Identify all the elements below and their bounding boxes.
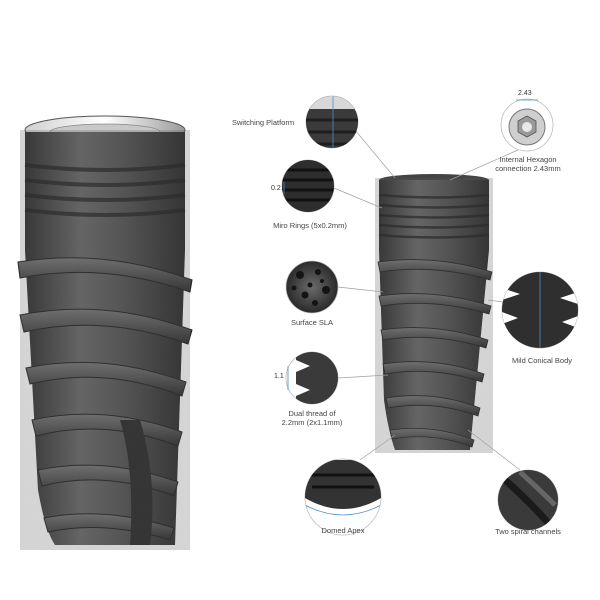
label-surface-sla: Surface SLA [290, 318, 334, 327]
label-mild-conical-body: Mild Conical Body [511, 356, 573, 365]
hexagon-connection [500, 98, 554, 152]
leader-lines [333, 129, 521, 471]
label-switching-platform: Switching Platform [232, 118, 295, 127]
switching-platform-detail [305, 95, 359, 149]
label-dual-thread-line2: 2.2mm (2x1.1mm) [281, 418, 343, 428]
dim-thread: 1.1 [274, 373, 284, 380]
label-dual-thread-line1: Dual thread of [288, 409, 336, 418]
implant-large [17, 115, 193, 550]
dual-thread-detail [285, 351, 339, 405]
domed-apex-detail [304, 458, 382, 536]
sla-texture [285, 260, 339, 314]
label-domed-apex: Domed Apex [321, 526, 365, 535]
spiral-channels-detail [497, 469, 559, 531]
dim-hexagon: 2.43 [518, 90, 532, 97]
label-micro-rings: Miro Rings (5x0.2mm) [273, 221, 347, 230]
label-two-spiral-channels: Two spiral channels [495, 527, 561, 536]
label-internal-hexagon-line2: connection 2.43mm [495, 164, 561, 174]
label-internal-hexagon: Internal Hexagon connection 2.43mm [492, 155, 564, 174]
mild-conical-body-detail [501, 271, 579, 349]
label-dual-thread: Dual thread of 2.2mm (2x1.1mm) [272, 409, 352, 428]
implant-small [375, 174, 493, 453]
dim-ring: 0.2 [271, 185, 281, 192]
micro-rings-detail [281, 159, 335, 213]
label-internal-hexagon-line1: Internal Hexagon [499, 155, 557, 164]
